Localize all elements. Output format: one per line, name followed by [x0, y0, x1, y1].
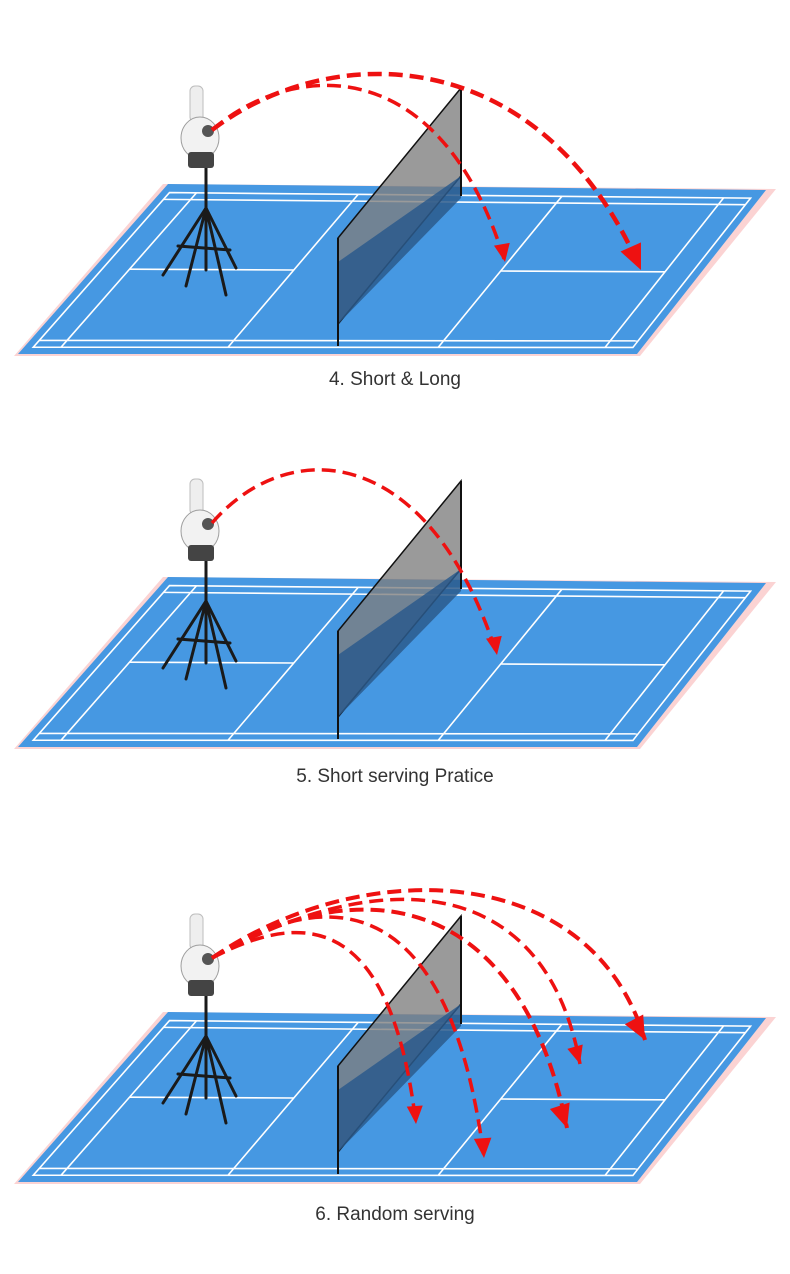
back-service-line	[604, 197, 725, 348]
panel-random-serving: 6. Random serving	[0, 828, 790, 1248]
tripod-brace	[176, 244, 232, 252]
trajectory-path	[211, 930, 418, 1125]
center-line	[129, 268, 294, 271]
trajectory-path	[210, 71, 643, 269]
panel-short-serving: 5. Short serving Pratice	[0, 393, 790, 813]
launcher-nozzle	[202, 518, 214, 530]
tripod-leg	[161, 1034, 208, 1105]
shuttlecock-launcher-icon	[180, 478, 220, 561]
arrowhead-icon	[485, 635, 502, 655]
back-service-line	[60, 585, 198, 741]
tripod-leg	[204, 206, 228, 297]
tripod-icon	[161, 559, 238, 690]
trajectory-path	[210, 468, 499, 656]
center-line	[500, 663, 665, 666]
short-service-line	[437, 195, 563, 348]
tripod-leg	[204, 1034, 238, 1098]
center-line	[500, 1098, 665, 1101]
court-diagram	[14, 888, 776, 1184]
trajectory-path	[211, 897, 582, 1065]
short-service-line	[437, 1023, 563, 1176]
arrowhead-icon	[493, 242, 510, 262]
tripod-brace	[176, 1072, 232, 1080]
launcher-base	[188, 152, 214, 168]
launcher-base	[188, 980, 214, 996]
panel-short-long: 4. Short & Long	[0, 0, 790, 420]
tripod-leg	[204, 599, 238, 663]
tripod-leg	[204, 1034, 228, 1125]
shuttlecock-launcher-icon	[180, 913, 220, 996]
short-service-line	[227, 586, 359, 741]
court-boundary	[31, 1019, 753, 1177]
arrowhead-icon	[624, 1014, 645, 1040]
arrowhead-icon	[549, 1102, 570, 1128]
arrowhead-icon	[567, 1044, 583, 1064]
tripod-leg	[204, 599, 228, 690]
tripod-brace	[176, 637, 232, 645]
caption-random-serving: 6. Random serving	[315, 1204, 475, 1225]
court-boundary	[31, 191, 753, 349]
back-service-line	[604, 590, 725, 741]
launcher-nozzle	[202, 953, 214, 965]
arrowhead-icon	[620, 242, 641, 270]
net-shadow	[338, 1004, 461, 1152]
shuttlecock-launcher-icon	[180, 85, 220, 168]
net-shadow	[338, 176, 461, 324]
caption-short-long: 4. Short & Long	[328, 369, 462, 390]
launcher-nozzle	[202, 125, 214, 137]
arrowhead-icon	[406, 1105, 423, 1124]
court-lines	[31, 191, 753, 349]
trajectory-path	[210, 888, 647, 1041]
court-diagram	[14, 468, 776, 749]
court-lines	[31, 584, 753, 742]
tripod-leg	[204, 206, 238, 270]
tripod-icon	[161, 994, 238, 1125]
arrowhead-icon	[473, 1137, 492, 1158]
tripod-leg	[161, 599, 208, 670]
back-service-line	[604, 1025, 725, 1176]
back-service-line	[60, 1020, 198, 1176]
court-diagram	[14, 71, 776, 356]
launcher-base	[188, 545, 214, 561]
center-line	[500, 270, 665, 273]
tripod-leg	[161, 206, 208, 277]
short-service-line	[227, 1021, 359, 1176]
back-service-line	[60, 192, 198, 348]
caption-short-serving: 5. Short serving Pratice	[296, 766, 494, 787]
short-service-line	[437, 588, 563, 741]
net-shadow	[338, 569, 461, 717]
center-line	[129, 1096, 294, 1099]
tripod-icon	[161, 166, 238, 297]
short-service-line	[227, 193, 359, 348]
center-line	[129, 661, 294, 664]
court-boundary	[31, 584, 753, 742]
